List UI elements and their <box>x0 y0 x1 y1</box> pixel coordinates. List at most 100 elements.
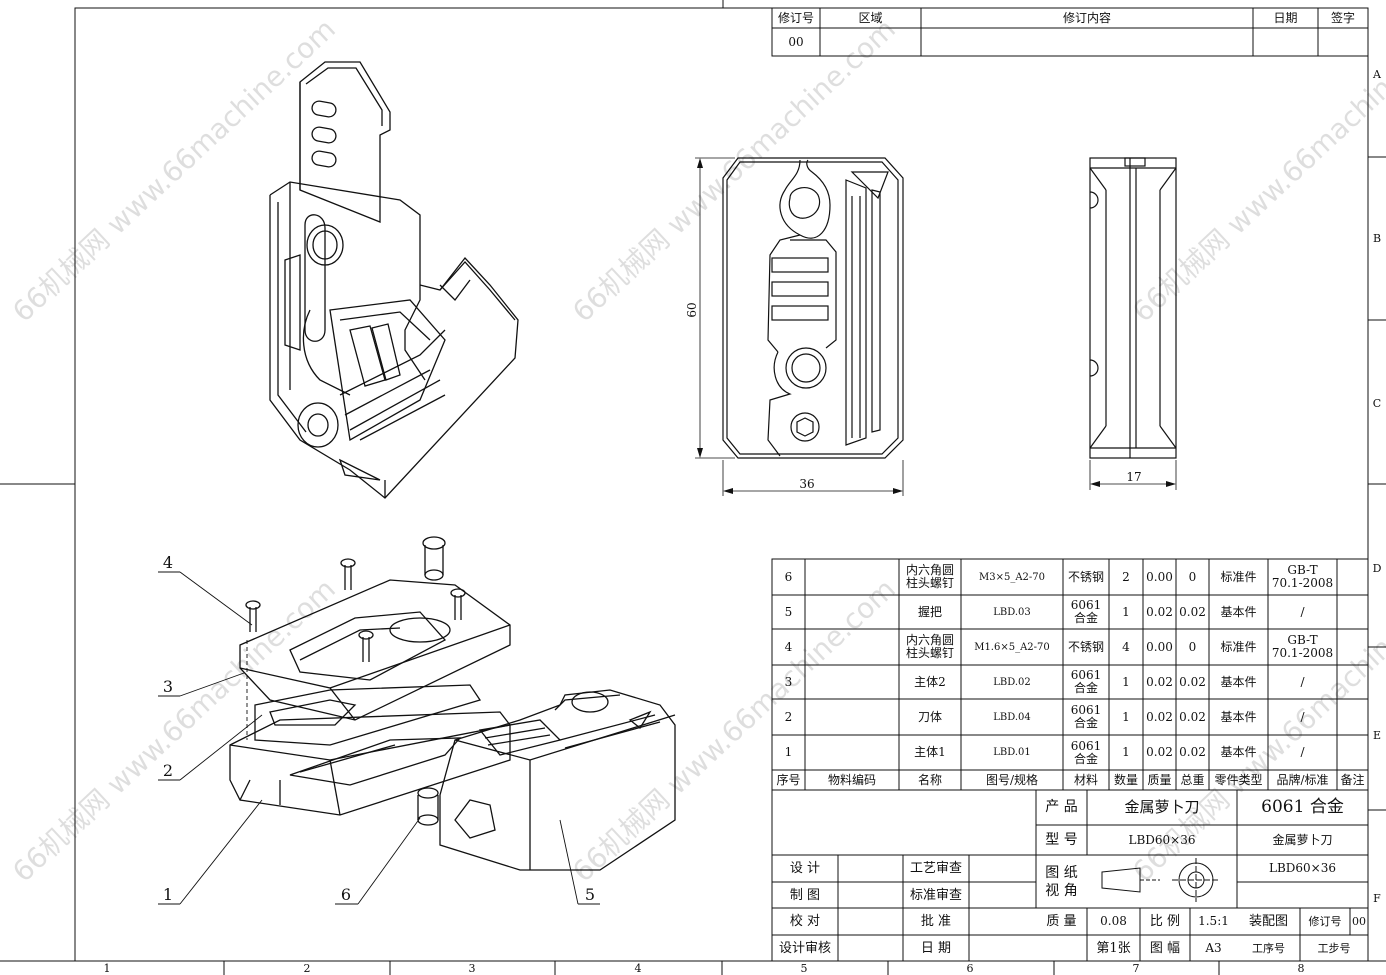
zone-label: D <box>1372 561 1382 575</box>
bom-cell-part-name: 主体1 <box>914 745 946 759</box>
balloon-label: 2 <box>162 760 174 780</box>
bom-cell-material-code <box>805 735 899 770</box>
bom-cell-part-name: 内六角圆 柱头螺钉 <box>905 563 954 590</box>
bom-cell-quantity: 2 <box>1122 569 1130 584</box>
revision-header: 区域 <box>858 10 883 25</box>
bom-cell-material: 6061 合金 <box>1070 703 1102 730</box>
isometric-assembled-view <box>269 61 519 499</box>
bom-cell-quantity: 4 <box>1122 639 1130 654</box>
bom-cell-part-name: 主体2 <box>914 674 946 689</box>
bom-cell-remarks <box>1337 735 1368 770</box>
mass-value: 0.08 <box>1100 914 1127 928</box>
balloon-label: 4 <box>162 552 174 572</box>
bom-cell-part-spec: M3×5_A2-70 <box>978 571 1046 583</box>
scale-label: 比 例 <box>1149 914 1181 929</box>
bom-cell-total-mass: 0.02 <box>1179 709 1206 724</box>
bom-cell-item-no: 4 <box>784 639 793 654</box>
bom-cell-part-type: 基本件 <box>1220 709 1257 724</box>
bom-cell-material: 6061 合金 <box>1070 668 1102 695</box>
step-number-label: 工步号 <box>1317 941 1351 955</box>
bom-cell-remarks <box>1337 629 1368 665</box>
bom-cell-unit-mass: 0.02 <box>1146 674 1173 689</box>
approve-label: 批 准 <box>920 914 952 929</box>
leader-lines <box>158 571 600 905</box>
bom-header: 图号/规格 <box>985 772 1039 787</box>
zone-label: 1 <box>103 962 111 975</box>
bom-header: 序号 <box>776 772 801 787</box>
bom-cell-unit-mass: 0.00 <box>1146 569 1173 584</box>
balloon-label: 1 <box>162 884 174 904</box>
bom-cell-item-no: 6 <box>784 569 793 584</box>
standard-label: 标准审查 <box>909 887 962 903</box>
balloon-label: 5 <box>584 884 596 904</box>
bom-cell-material-code <box>805 595 899 629</box>
projection-symbol-icon <box>1101 858 1220 902</box>
bom-cell-item-no: 2 <box>784 709 793 724</box>
bom-cell-brand-standard: GB-T 70.1-2008 <box>1271 633 1334 660</box>
zone-label: B <box>1372 231 1382 245</box>
bom-cell-quantity: 1 <box>1122 674 1130 689</box>
revision-header: 日期 <box>1273 10 1298 25</box>
drafting-label: 制 图 <box>789 887 821 903</box>
rev-value: 00 <box>1352 915 1366 928</box>
review-label: 设计审核 <box>778 940 831 956</box>
design-label: 设 计 <box>789 861 821 876</box>
zone-label: F <box>1373 891 1381 905</box>
zone-label: 8 <box>1297 962 1305 975</box>
bom-cell-item-no: 5 <box>784 604 793 619</box>
revision-header: 签字 <box>1330 10 1355 25</box>
zone-label: 5 <box>800 962 808 975</box>
product-value: 金属萝卜刀 <box>1124 798 1200 816</box>
dimension-lines <box>695 157 1177 496</box>
bom-cell-unit-mass: 0.02 <box>1146 745 1173 759</box>
bom-cell-remarks <box>1337 699 1368 735</box>
zone-label: A <box>1373 67 1381 81</box>
bom-cell-remarks <box>1337 665 1368 699</box>
bom-cell-brand-standard: / <box>1300 674 1305 689</box>
bom-cell-brand-standard: / <box>1300 709 1305 724</box>
part-name: 金属萝卜刀 <box>1272 832 1333 847</box>
bom-cell-unit-mass: 0.02 <box>1146 709 1173 724</box>
bom-cell-part-type: 标准件 <box>1220 639 1257 654</box>
bom-cell-material-code <box>805 665 899 699</box>
bom-cell-part-type: 基本件 <box>1220 745 1257 759</box>
bom-cell-part-type: 基本件 <box>1220 604 1257 619</box>
bom-cell-remarks <box>1337 559 1368 595</box>
bom-header: 质量 <box>1147 772 1172 787</box>
part-code: LBD60×36 <box>1268 861 1336 875</box>
bom-cell-part-name: 握把 <box>917 604 942 619</box>
bom-cell-part-spec: LBD.03 <box>993 606 1031 618</box>
process-number-label: 工序号 <box>1252 941 1285 955</box>
bom-cell-unit-mass: 0.00 <box>1146 639 1173 654</box>
bom-cell-quantity: 1 <box>1122 604 1130 619</box>
bom-cell-quantity: 1 <box>1122 745 1130 759</box>
bom-cell-total-mass: 0 <box>1188 639 1197 654</box>
bom-header: 零件类型 <box>1214 772 1263 787</box>
bom-header: 名称 <box>917 772 942 787</box>
bom-cell-quantity: 1 <box>1122 709 1130 724</box>
bom-cell-unit-mass: 0.02 <box>1146 604 1173 619</box>
format-value: A3 <box>1205 940 1222 955</box>
bom-cell-brand-standard: GB-T 70.1-2008 <box>1271 563 1334 590</box>
process-label: 工艺审查 <box>909 861 962 876</box>
material-value: 6061 合金 <box>1261 797 1344 817</box>
bom-cell-material: 不锈钢 <box>1067 569 1104 584</box>
bom-cell-material-code <box>805 559 899 595</box>
zone-label: C <box>1372 396 1382 410</box>
bom-header: 物料编码 <box>827 772 876 787</box>
bom-cell-part-type: 基本件 <box>1220 674 1257 689</box>
bom-header: 总重 <box>1180 772 1205 787</box>
zone-label: 7 <box>1132 962 1140 975</box>
bom-cell-material-code <box>805 629 899 665</box>
bom-cell-part-type: 标准件 <box>1220 569 1257 584</box>
bom-cell-part-spec: LBD.04 <box>993 711 1031 723</box>
isometric-exploded-view <box>229 536 676 871</box>
revision-header: 修订内容 <box>1062 10 1111 25</box>
mass-label: 质 量 <box>1046 914 1077 929</box>
side-view <box>1089 157 1177 459</box>
zone-label: 2 <box>303 962 311 975</box>
bom-header: 品牌/标准 <box>1276 772 1329 787</box>
bom-cell-part-spec: LBD.01 <box>993 747 1031 758</box>
bom-cell-total-mass: 0.02 <box>1179 674 1206 689</box>
bom-header: 材料 <box>1073 772 1098 787</box>
